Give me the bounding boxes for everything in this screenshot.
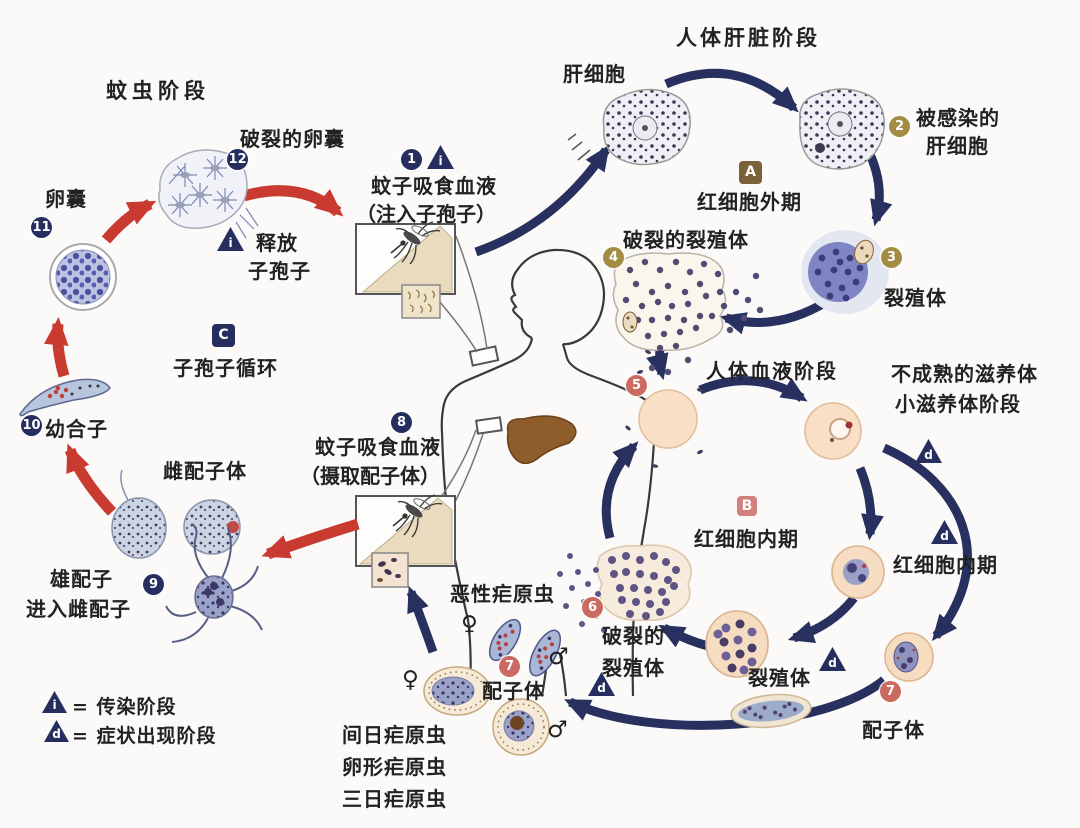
label-gametocyte-bottom: 配子体 — [482, 679, 545, 703]
label-oocyst: 卵囊 — [45, 187, 87, 211]
legend-infective-label: = 传染阶段 — [72, 696, 177, 718]
falciparum-gametocyte-female — [488, 618, 522, 662]
label-release-sporozoites-1: 释放 — [256, 231, 298, 255]
marker-square-c: C — [212, 324, 235, 347]
ruptured-schizont-blood-cell — [557, 544, 692, 633]
label-schizont-blood: 裂殖体 — [748, 666, 811, 690]
label-infected-liver-1: 被感染的 — [916, 106, 1000, 130]
schizont-blood-cell — [705, 610, 769, 678]
female-symbol-falciparum: ♀ — [461, 612, 479, 638]
badge-step-1: 1 — [401, 149, 422, 170]
label-ruptured-schizont-blood-1: 破裂的 — [602, 624, 665, 648]
label-exo-erythrocytic: 红细胞外期 — [697, 190, 802, 214]
label-ovale: 卵形疟原虫 — [342, 755, 447, 779]
liver-cell — [567, 88, 691, 166]
red-arrows — [43, 185, 360, 560]
badge-step-5: 5 — [626, 375, 647, 396]
badge-step-11: 11 — [31, 217, 52, 238]
label-vivax: 间日疟原虫 — [342, 723, 447, 747]
mosquito-bite-box-top — [355, 221, 456, 319]
mosquito-stage-title: 蚊虫阶段 — [106, 79, 210, 103]
ruptured-oocyst-cell — [158, 149, 259, 239]
badge-step-6: 6 — [582, 597, 603, 618]
trophozoite-ring-cell — [804, 402, 862, 460]
male-symbol-vivax: ♂ — [547, 717, 569, 743]
crescent-gametocyte-cell — [730, 693, 812, 729]
badge-step-10: 10 — [21, 415, 42, 436]
schizont-liver-cell — [801, 230, 889, 314]
ookinete-cell — [19, 378, 111, 417]
label-immature-trophozoite-2: 小滋养体阶段 — [895, 392, 1021, 416]
mosquito-bite-box-bottom — [355, 494, 456, 588]
label-falciparum: 恶性疟原虫 — [450, 582, 555, 606]
label-bite-ingest-2: （摄取配子体） — [300, 464, 440, 488]
falciparum-gametocyte-male — [529, 629, 561, 677]
infected-liver-cell — [799, 88, 885, 170]
liver-organ — [506, 415, 577, 465]
label-ruptured-oocyst: 破裂的卵囊 — [240, 127, 345, 151]
label-intra-erythrocytic: 红细胞内期 — [694, 527, 799, 551]
bite-site-rects — [468, 345, 503, 435]
marker-square-b: B — [737, 496, 757, 516]
vivax-gametocyte-male-cell — [492, 698, 550, 756]
vivax-gametocyte-female-cell — [423, 666, 491, 716]
male-gamete-exflagellation — [165, 523, 263, 643]
label-schizont-liver: 裂殖体 — [884, 286, 947, 310]
label-liver-cell: 肝细胞 — [563, 62, 626, 86]
label-infected-liver-2: 肝细胞 — [926, 134, 989, 158]
legend-diagnostic-label: = 症状出现阶段 — [72, 725, 217, 747]
badge-step-12: 12 — [227, 149, 248, 170]
label-ookinete: 幼合子 — [45, 417, 108, 441]
male-symbol-falciparum: ♂ — [548, 644, 570, 670]
label-gametocyte-right: 配子体 — [862, 718, 925, 742]
label-bite-inject-1: 蚊子吸食血液 — [371, 174, 497, 198]
intraerythrocytic-cell — [831, 545, 885, 599]
label-bite-inject-2: （注入子孢子） — [356, 202, 496, 226]
blood-stage-title: 人体血液阶段 — [706, 359, 838, 383]
badge-step-3: 3 — [881, 247, 902, 268]
label-immature-trophozoite-1: 不成熟的滋养体 — [891, 362, 1038, 386]
label-release-sporozoites-2: 子孢子 — [248, 259, 311, 283]
gametocyte-rbc-cell — [884, 632, 934, 682]
badge-step-7-right: 7 — [880, 681, 901, 702]
label-ruptured-schizont-liver: 破裂的裂殖体 — [623, 228, 749, 252]
label-malariae: 三日疟原虫 — [342, 787, 447, 811]
female-symbol-vivax: ♀ — [402, 667, 420, 693]
label-ruptured-schizont-blood-2: 裂殖体 — [602, 656, 665, 680]
badge-step-9: 9 — [143, 574, 164, 595]
rbc-infected-cell — [625, 349, 704, 468]
label-male-gamete-2: 进入雌配子 — [26, 597, 131, 621]
badge-step-2: 2 — [889, 116, 910, 137]
badge-step-8: 8 — [391, 412, 412, 433]
label-bite-ingest-1: 蚊子吸食血液 — [315, 435, 441, 459]
badge-step-7-bottom: 7 — [499, 656, 520, 677]
liver-stage-title: 人体肝脏阶段 — [676, 26, 820, 50]
oocyst-cell — [49, 243, 117, 311]
female-gametocyte-cells — [111, 469, 241, 559]
navy-arrows — [406, 68, 972, 730]
label-intra-erythrocytic-right: 红细胞内期 — [893, 553, 998, 577]
badge-step-4: 4 — [603, 247, 624, 268]
label-female-gametocyte: 雌配子体 — [163, 459, 247, 483]
label-sporozoite-cycle: 子孢子循环 — [173, 356, 278, 380]
marker-square-a: A — [739, 161, 762, 184]
ruptured-schizont-liver-cell — [612, 252, 764, 376]
label-male-gamete-1: 雄配子 — [50, 567, 113, 591]
